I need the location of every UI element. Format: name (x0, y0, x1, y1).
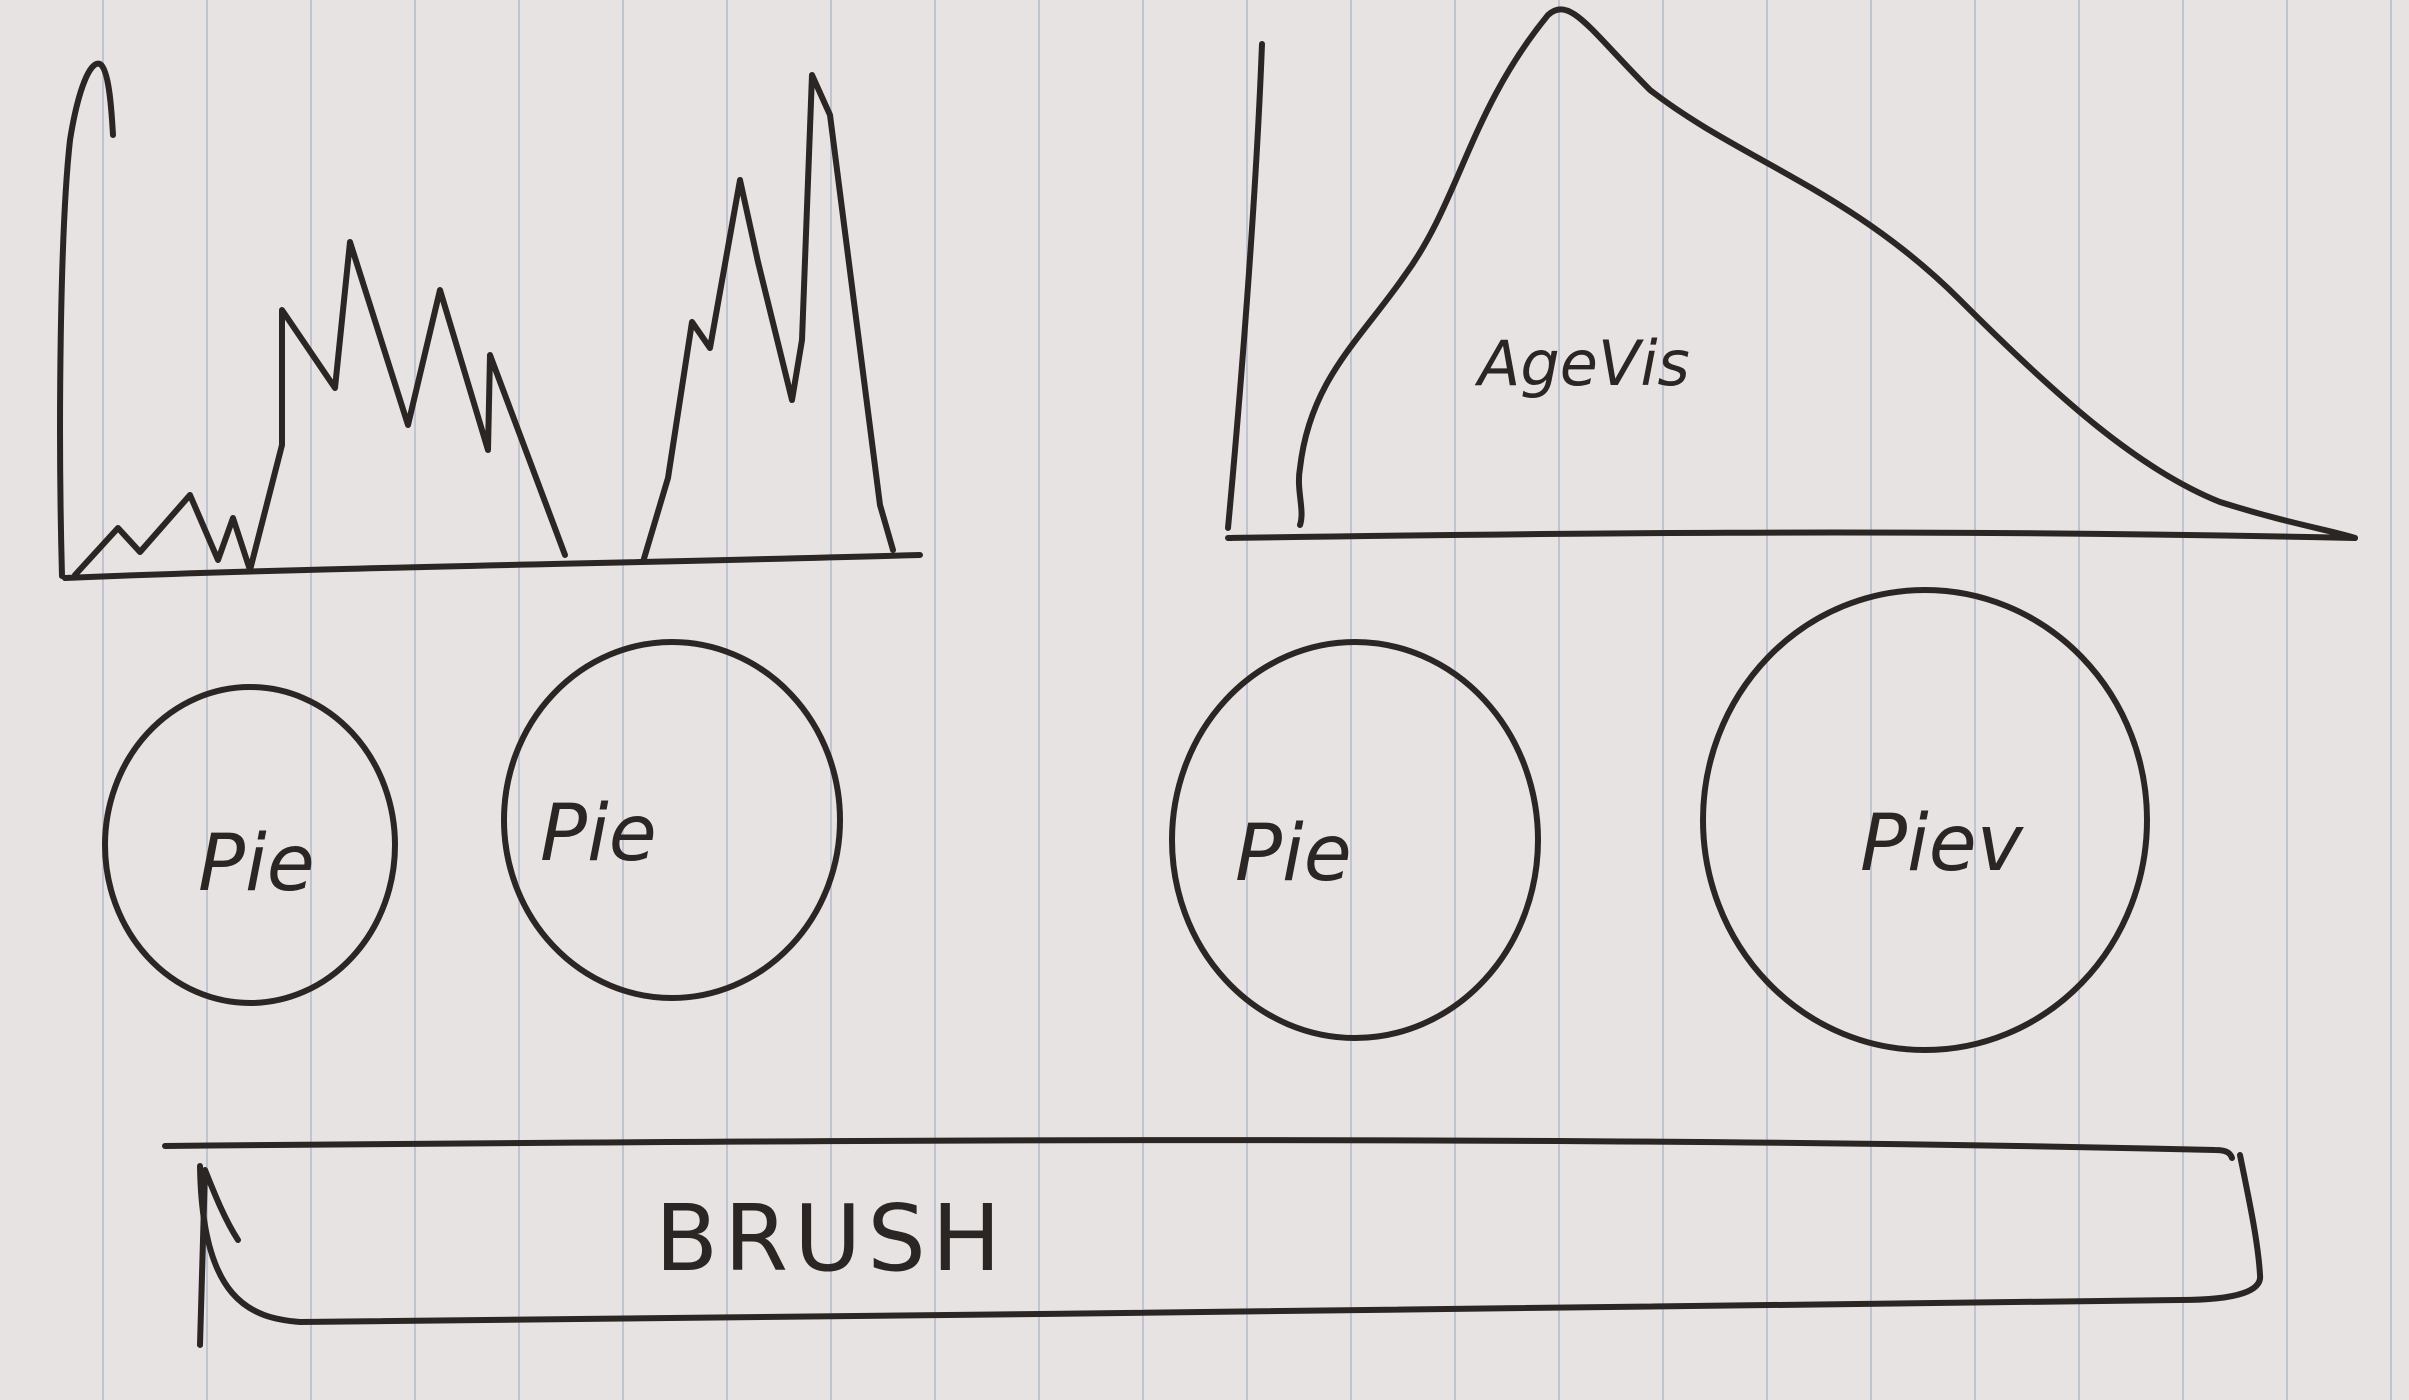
timeline-chart-line-right (640, 72, 896, 565)
brush-label: BRUSH (655, 1185, 1007, 1292)
age-distribution-view: AgeVis (1225, 6, 2358, 541)
age-chart-x-axis (1225, 529, 2358, 541)
pie-chart-3[interactable]: Pie (1169, 639, 1541, 1041)
brush-control[interactable]: BRUSH (162, 1137, 2264, 1348)
pie-chart-1-circle (102, 684, 398, 1006)
pie-chart-4-circle (1700, 587, 2150, 1053)
timeline-chart-x-axis (62, 552, 923, 581)
pie-chart-4-label: Piev (1860, 799, 2025, 889)
brush-bottom-edge (197, 1152, 2264, 1325)
pie-chart-3-label: Pie (1235, 809, 1352, 899)
age-chart-y-axis (1225, 41, 1265, 531)
brush-top-edge (162, 1137, 2235, 1161)
pie-chart-2-label: Pie (540, 789, 657, 879)
pie-chart-4[interactable]: Piev (1700, 587, 2150, 1053)
pie-chart-1-label: Pie (198, 819, 315, 909)
pie-chart-2[interactable]: Pie (501, 639, 843, 1001)
pie-chart-2-circle (501, 639, 843, 1001)
pie-chart-1[interactable]: Pie (102, 684, 398, 1006)
age-view-label: AgeVis (1474, 327, 1690, 400)
timeline-chart-view (57, 60, 923, 581)
pie-chart-3-circle (1169, 639, 1541, 1041)
timeline-chart-y-axis (57, 60, 116, 579)
brush-left-handle[interactable] (197, 1167, 241, 1348)
timeline-chart-line-left (72, 239, 568, 578)
age-distribution-curve (1296, 6, 2358, 541)
